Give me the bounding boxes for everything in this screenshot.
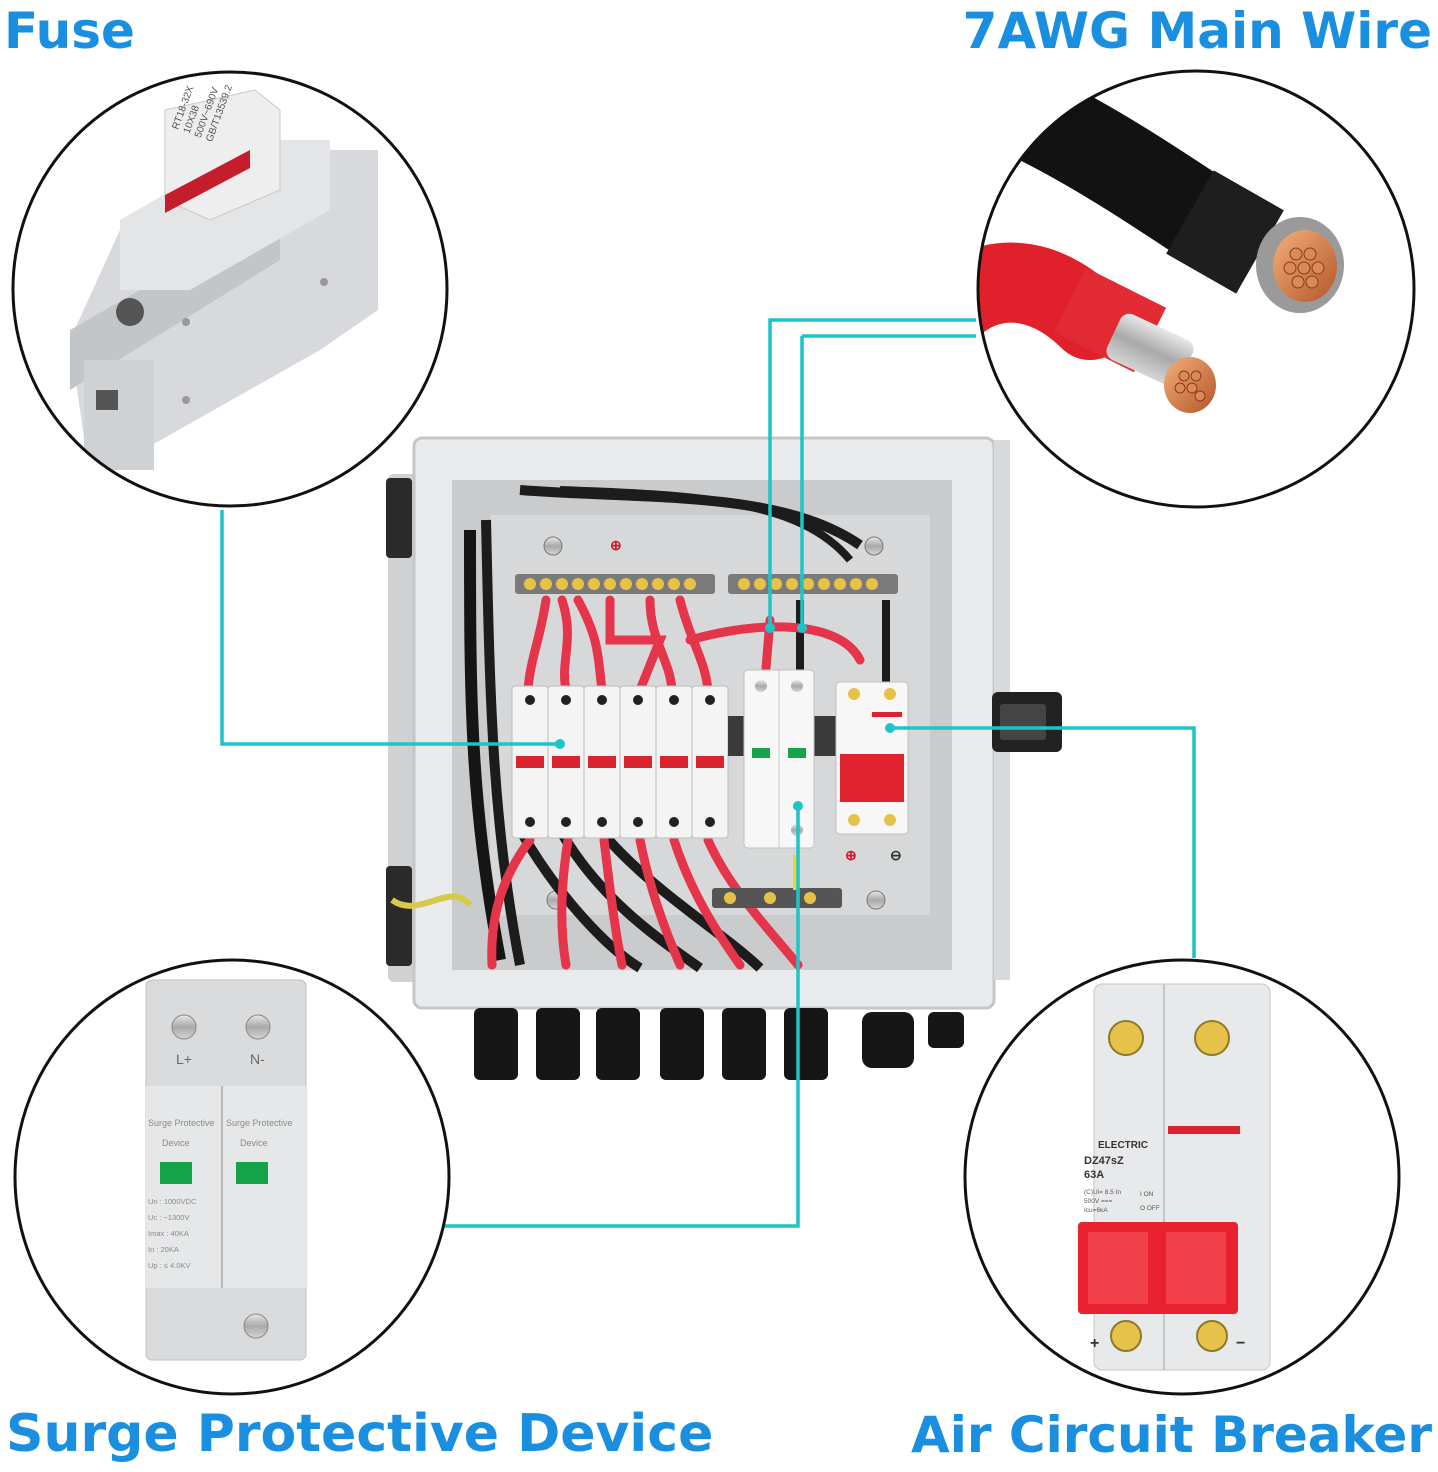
- hinge-top: [386, 478, 412, 558]
- breaker-on-label: I ON: [1140, 1191, 1154, 1198]
- mc4-connectors: [474, 1008, 964, 1080]
- hinge-bottom: [386, 866, 412, 966]
- fuse-detail: RT18-32X 10X38 500V~690V GB/T13539.2: [13, 72, 447, 506]
- plus-mark: ⊕: [845, 847, 857, 863]
- breaker-circle-frame: [963, 958, 1401, 1396]
- breaker-plus: +: [1090, 1335, 1099, 1352]
- wire-detail: [978, 71, 1414, 507]
- breaker-brand: ELECTRIC: [1098, 1140, 1148, 1151]
- spd-device-right: Device: [240, 1138, 268, 1148]
- fuse-circle-frame: [11, 70, 449, 508]
- breaker-spec2: 500V ===: [1084, 1198, 1113, 1205]
- spd-name-right: Surge Protective: [226, 1118, 293, 1128]
- plate-screw: [866, 890, 886, 910]
- combiner-box: ⊕ ⊕ ⊖: [386, 436, 1062, 1080]
- wire-circle-frame: [976, 69, 1416, 509]
- leader-wire-red: [768, 318, 976, 628]
- minus-mark: ⊖: [890, 847, 902, 863]
- breaker-rating: 63A: [1084, 1169, 1104, 1181]
- leader-spd: [442, 806, 800, 1228]
- fuse-title: Fuse: [4, 2, 135, 60]
- spd-title: Surge Protective Device: [6, 1404, 714, 1464]
- spd-device-left: Device: [162, 1138, 190, 1148]
- plate-screw: [543, 536, 563, 556]
- spd-circle-frame: [13, 958, 451, 1396]
- spd-terminal-l: L+: [176, 1051, 192, 1067]
- breaker-model: DZ47sZ: [1084, 1155, 1124, 1167]
- spd-spec-un: Un : 1000VDC: [148, 1197, 197, 1206]
- breaker-title: Air Circuit Breaker: [911, 1406, 1432, 1464]
- spd-name-left: Surge Protective: [148, 1118, 215, 1128]
- spd-detail: L+ N- Surge Protective Surge Protective …: [15, 960, 449, 1394]
- plate-screw: [864, 536, 884, 556]
- leader-fuse: [220, 510, 560, 746]
- hinge-rail: [388, 474, 418, 982]
- breaker-minus: −: [1236, 1335, 1245, 1352]
- leader-lines: [220, 318, 1196, 1228]
- spd-module: [743, 669, 815, 849]
- main-wire-title: 7AWG Main Wire: [962, 2, 1432, 60]
- breaker-detail: ELECTRIC DZ47sZ 63A (C)Ui= 8.5 In 500V =…: [965, 960, 1399, 1394]
- spd-spec-in: In : 20KA: [148, 1245, 179, 1254]
- leader-breaker: [890, 726, 1196, 958]
- breaker-module: [835, 681, 909, 835]
- spd-spec-imax: Imax : 40KA: [148, 1229, 189, 1238]
- breaker-off-label: O OFF: [1140, 1205, 1160, 1212]
- breaker-spec3: Icu=6kA: [1084, 1207, 1108, 1214]
- plus-mark: ⊕: [610, 537, 622, 553]
- spd-indicator-left: [160, 1162, 192, 1184]
- fuse-holder-row: [511, 685, 729, 839]
- spd-spec-up: Up : ≤ 4.0KV: [148, 1261, 190, 1270]
- spd-indicator-right: [236, 1162, 268, 1184]
- spd-terminal-n: N-: [250, 1051, 265, 1067]
- spd-spec-uc: Uc : ~1300V: [148, 1213, 189, 1222]
- breaker-spec1: (C)Ui= 8.5 In: [1084, 1189, 1121, 1196]
